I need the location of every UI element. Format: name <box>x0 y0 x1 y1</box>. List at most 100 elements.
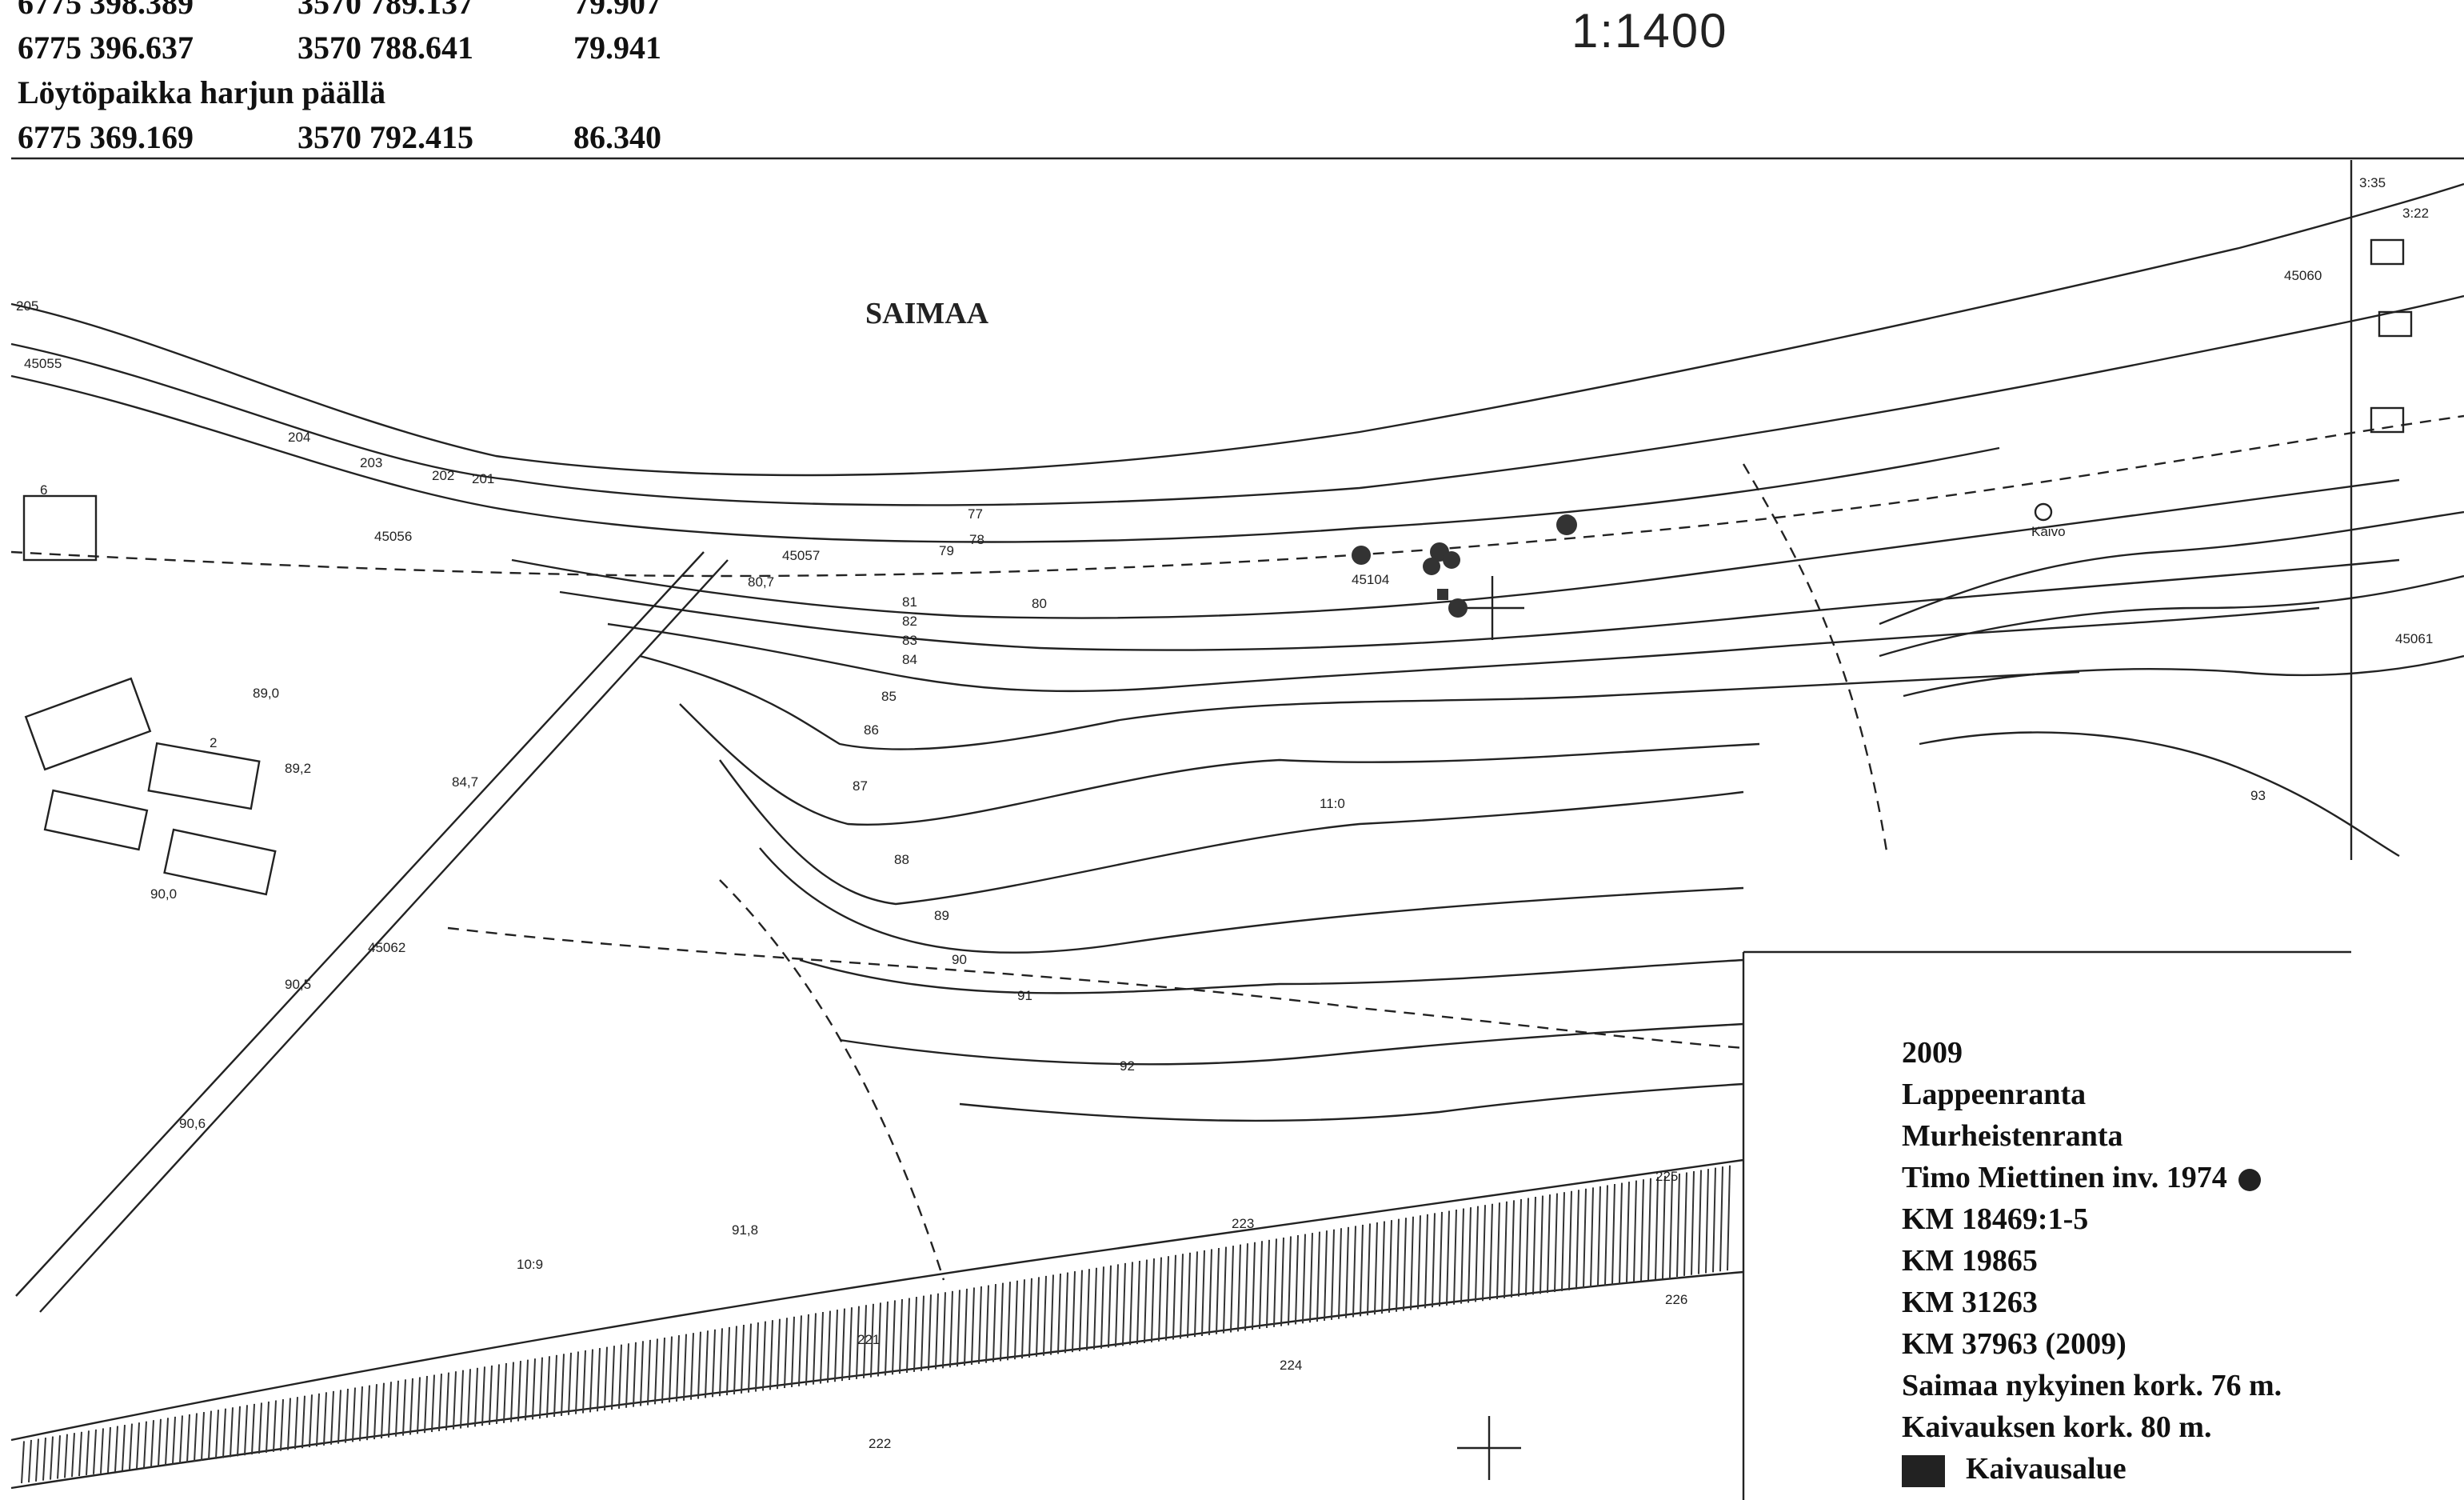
legend-lake-level: Saimaa nykyinen kork. 76 m. <box>1902 1369 2282 1402</box>
railway-hatch-tick <box>1518 1198 1522 1297</box>
railway-hatch-tick <box>719 1328 723 1397</box>
label-block-2: 2 <box>210 735 217 750</box>
railway-hatch-tick <box>1360 1224 1364 1317</box>
railway-hatch-tick <box>1396 1218 1400 1312</box>
railway-hatch-tick <box>417 1377 421 1434</box>
railway-hatch-tick <box>1482 1205 1486 1302</box>
contour-line <box>1919 731 2400 858</box>
railway-hatch-tick <box>1460 1208 1464 1304</box>
railway-hatch-tick <box>1129 1262 1133 1346</box>
label-lot-201: 201 <box>472 471 494 486</box>
railway-hatch-tick <box>1583 1188 1587 1289</box>
railway-hatch-tick <box>78 1431 82 1477</box>
railway-hatch-tick <box>1230 1246 1234 1333</box>
label-contour-77: 77 <box>968 506 983 522</box>
label-contour-88: 88 <box>894 852 909 867</box>
railway-hatch-tick <box>1604 1185 1608 1286</box>
railway-hatch-tick <box>107 1426 111 1473</box>
railway-hatch-tick <box>942 1292 946 1369</box>
contour-line <box>1879 574 2464 658</box>
label-point-45062: 45062 <box>368 940 405 955</box>
railway-hatch-tick <box>1590 1187 1594 1288</box>
well-symbol <box>2034 502 2053 522</box>
railway-hatch-tick <box>1712 1167 1716 1273</box>
coordinate-table: 6775 398.389 3570 789.137 79.907 6775 39… <box>18 0 737 160</box>
railway-hatch-tick <box>1669 1174 1673 1278</box>
railway-hatch-tick <box>1043 1275 1047 1356</box>
railway-hatch-tick <box>1180 1254 1184 1339</box>
contour-line <box>799 958 1744 994</box>
railway-hatch-tick <box>467 1369 471 1428</box>
railway-hatch-tick <box>1316 1231 1320 1322</box>
label-elev-890: 89,0 <box>253 686 279 701</box>
legend-excavation-level: Kaivauksen kork. 80 m. <box>1902 1410 2212 1444</box>
label-track-222: 222 <box>869 1436 891 1451</box>
railway-hatch-tick <box>841 1308 845 1382</box>
railway-hatch-tick <box>1475 1206 1479 1302</box>
railway-hatch-tick <box>1561 1192 1565 1291</box>
railway-hatch-tick <box>517 1361 521 1422</box>
railway-hatch-tick <box>381 1382 385 1438</box>
railway-hatch-tick <box>906 1298 910 1374</box>
railway-hatch-tick <box>647 1339 651 1406</box>
railway-hatch-tick <box>424 1375 428 1434</box>
label-elev-918: 91,8 <box>732 1222 758 1238</box>
find-dot <box>1423 558 1440 575</box>
railway-hatch-tick <box>366 1385 370 1441</box>
railway-hatch-tick <box>553 1354 557 1418</box>
contour-line <box>719 759 1744 906</box>
railway-hatch-tick <box>273 1400 277 1452</box>
railway-hatch-tick <box>928 1294 932 1370</box>
railway-hatch-tick <box>1575 1190 1579 1290</box>
coordinate-row: 6775 396.637 3570 788.641 79.941 <box>18 26 737 70</box>
railway-hatch-tick <box>1007 1282 1011 1361</box>
railway-hatch-tick <box>1547 1194 1551 1294</box>
railway-hatch-tick <box>1568 1190 1572 1290</box>
contour-line <box>10 374 2000 543</box>
building <box>24 677 152 771</box>
label-lot-205: 205 <box>16 298 38 314</box>
railway-hatch-tick <box>690 1333 694 1400</box>
grid-cross <box>1460 576 1524 640</box>
map-legend: 2009 Lappeenranta Murheistenranta Timo M… <box>1902 1032 2454 1490</box>
elevation: 79.907 <box>573 0 661 21</box>
railway-hatch-tick <box>50 1436 54 1480</box>
label-contour-93: 93 <box>2250 788 2266 803</box>
railway-hatch-tick <box>949 1290 953 1368</box>
railway-hatch-tick <box>1453 1209 1457 1305</box>
find-dot-symbol-icon <box>2238 1169 2261 1192</box>
railway-hatch-tick <box>777 1318 781 1390</box>
railway-hatch-tick <box>921 1295 924 1371</box>
railway-hatch-tick <box>266 1401 270 1453</box>
railway-hatch-tick <box>503 1362 507 1423</box>
railway-hatch-tick <box>697 1331 701 1399</box>
excavation-area-symbol-icon <box>1902 1455 1945 1488</box>
railway-hatch-tick <box>870 1303 874 1378</box>
label-lot-202: 202 <box>432 468 454 483</box>
label-contour-83: 83 <box>902 633 917 648</box>
railway-hatch-tick <box>208 1410 212 1460</box>
railway-hatch-tick <box>640 1341 644 1406</box>
label-elev-110: 11:0 <box>1320 796 1345 811</box>
building <box>2370 238 2405 266</box>
label-track-223: 223 <box>1232 1216 1254 1231</box>
railway-edge <box>10 1270 1744 1490</box>
lake-name: SAIMAA <box>865 297 989 330</box>
label-elev-905: 90,5 <box>285 977 311 992</box>
railway-hatch-tick <box>114 1426 118 1472</box>
railway-hatch-tick <box>892 1300 896 1375</box>
railway-hatch-tick <box>1201 1250 1205 1337</box>
railway-hatch-tick <box>1144 1259 1148 1344</box>
railway-hatch-tick <box>1057 1273 1061 1354</box>
legend-km-3: KM 31263 <box>1902 1286 2038 1319</box>
railway-hatch-tick <box>1439 1211 1443 1307</box>
railway-hatch-tick <box>1252 1242 1256 1330</box>
railway-hatch-tick <box>1424 1214 1428 1309</box>
label-contour-92: 92 <box>1120 1058 1135 1074</box>
contour-line <box>959 1082 1744 1122</box>
railway-hatch-tick <box>1446 1210 1450 1306</box>
railway-hatch-tick <box>1338 1228 1342 1319</box>
railway-hatch-tick <box>762 1321 766 1391</box>
railway-hatch-tick <box>1532 1196 1536 1295</box>
railway-hatch-tick <box>345 1388 349 1443</box>
